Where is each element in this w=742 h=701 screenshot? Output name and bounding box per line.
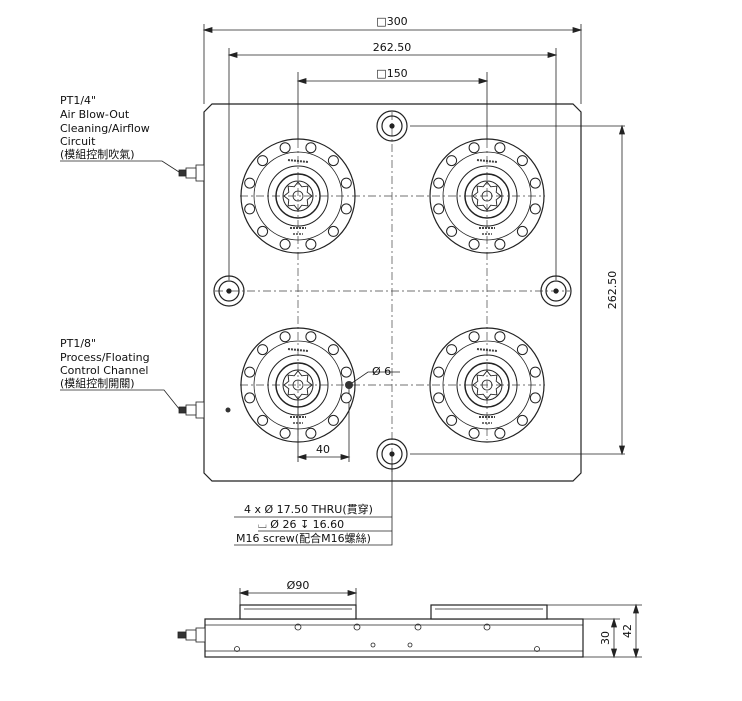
control-port-l1: PT1/8" (60, 337, 96, 350)
dim-height-body: 30 (599, 631, 612, 645)
side-fitting (177, 627, 206, 643)
locating-hole (345, 381, 353, 389)
small-hole-left (225, 407, 231, 413)
side-dimension-lines (238, 588, 642, 659)
dimension-labels: □300 262.50 □150 262.50 Ø 6 40 Ø90 30 42 (287, 15, 634, 645)
dim-vertical-span: 262.50 (606, 271, 619, 310)
mount-hole-l1: 4 x Ø 17.50 THRU(貫穿) (244, 502, 373, 516)
dim-offset: 40 (316, 443, 330, 456)
center-lines (215, 112, 570, 475)
mount-hole-l3: M16 screw(配合M16螺絲) (236, 531, 371, 545)
air-port-fitting (178, 164, 205, 182)
air-port-l1: PT1/4" (60, 94, 96, 107)
dim-module-span: □150 (376, 67, 407, 80)
mounting-holes (213, 110, 572, 470)
side-module-left (239, 604, 357, 620)
air-port-callout: PT1/4" Air Blow-Out Cleaning/Airflow Cir… (60, 94, 150, 161)
leader-lines (60, 160, 400, 546)
control-port-fitting (178, 401, 205, 419)
module-top-right (429, 138, 545, 254)
top-view (60, 24, 626, 546)
mount-hole-l2: ⌴ Ø 26 ↧ 16.60 (258, 518, 344, 531)
dimension-lines (202, 26, 626, 461)
module-bottom-left (240, 327, 356, 443)
control-port-l2: Process/Floating (60, 351, 150, 364)
dim-outer: □300 (376, 15, 407, 28)
air-port-l2: Air Blow-Out (60, 108, 130, 121)
control-port-callout: PT1/8" Process/Floating Control Channel … (60, 337, 150, 390)
mount-hole-right (540, 275, 572, 307)
module-layer (240, 138, 545, 443)
dim-module-dia: Ø90 (287, 579, 310, 592)
side-module-right (430, 604, 548, 620)
control-port-l3: Control Channel (60, 364, 148, 377)
side-view (177, 588, 642, 659)
mount-hole-left (213, 275, 245, 307)
mount-hole-top (376, 110, 408, 142)
air-port-l3: Cleaning/Airflow (60, 122, 150, 135)
base-plate-outline (203, 103, 582, 482)
air-port-l4: Circuit (60, 135, 96, 148)
side-holes (234, 623, 540, 652)
dim-small-hole: Ø 6 (372, 365, 391, 378)
air-port-l5: (模組控制吹氣) (60, 147, 135, 161)
module-top-left (240, 138, 356, 254)
control-port-l4: (模組控制開關) (60, 376, 135, 390)
extension-lines (203, 24, 625, 462)
module-bottom-right (429, 327, 545, 443)
dim-height-total: 42 (621, 624, 634, 638)
mount-hole-callout: 4 x Ø 17.50 THRU(貫穿) ⌴ Ø 26 ↧ 16.60 M16 … (236, 502, 373, 545)
dim-hole-span: 262.50 (373, 41, 412, 54)
